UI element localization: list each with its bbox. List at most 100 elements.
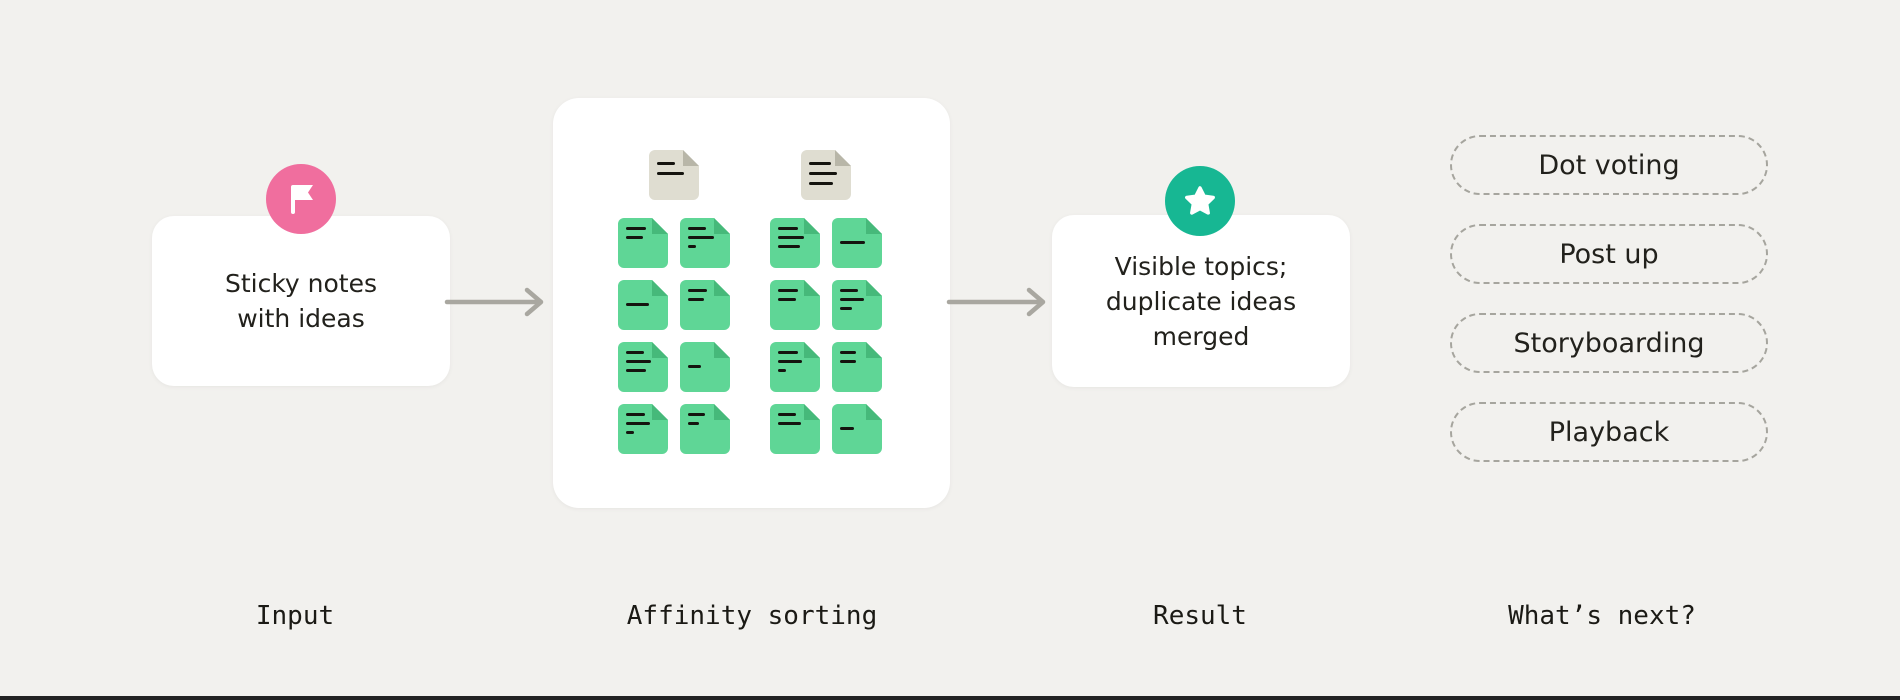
note-grid [770, 218, 882, 454]
note-text-line [626, 431, 635, 434]
option-dot-voting[interactable]: Dot voting [1450, 135, 1768, 195]
note-group-2 [770, 150, 882, 454]
note-text-line [626, 236, 643, 239]
note-text-line [778, 369, 787, 372]
stage-label-affinity: Affinity sorting [626, 601, 878, 631]
note-text-line [688, 298, 704, 301]
note-text-line [626, 369, 647, 372]
note-text-line [840, 240, 866, 244]
note-text-line [626, 360, 652, 363]
note-lines [618, 218, 668, 268]
flag-icon [290, 184, 313, 214]
input-card-text: Sticky notes with ideas [225, 266, 377, 336]
note-group-1 [618, 150, 730, 454]
note-text-line [626, 422, 650, 425]
sticky-note [680, 404, 730, 454]
note-text-line [840, 307, 852, 310]
option-storyboarding[interactable]: Storyboarding [1450, 313, 1768, 373]
result-card-line: Visible topics; [1114, 251, 1288, 281]
bottom-edge-bar [0, 696, 1900, 700]
note-lines [680, 342, 730, 392]
note-text-line [840, 289, 859, 292]
note-lines [770, 280, 820, 330]
note-text-line [778, 227, 799, 230]
sticky-note [680, 280, 730, 330]
sticky-note [680, 342, 730, 392]
arrow-right-icon [444, 287, 544, 317]
input-card-line: with ideas [237, 304, 365, 333]
note-text-line [840, 426, 855, 430]
note-lines [832, 404, 882, 454]
sticky-note [770, 342, 820, 392]
sticky-note [770, 404, 820, 454]
document-icon [649, 150, 699, 200]
note-text-line [778, 289, 799, 292]
note-lines [832, 342, 882, 392]
note-text-line [626, 351, 644, 354]
note-lines [770, 404, 820, 454]
note-text-line [778, 245, 800, 248]
sticky-note [832, 280, 882, 330]
note-lines [832, 280, 882, 330]
note-text-line [840, 351, 856, 354]
note-text-line [809, 172, 837, 175]
sticky-note [770, 218, 820, 268]
stage-label-input: Input [255, 601, 335, 631]
doc-lines [649, 150, 699, 200]
note-lines [770, 342, 820, 392]
sticky-note [618, 342, 668, 392]
note-lines [680, 218, 730, 268]
note-lines [832, 218, 882, 268]
option-post-up[interactable]: Post up [1450, 224, 1768, 284]
sticky-note [618, 280, 668, 330]
result-card-line: merged [1152, 321, 1250, 351]
note-text-line [778, 298, 797, 301]
note-text-line [688, 236, 715, 239]
document-icon [801, 150, 851, 200]
note-lines [618, 342, 668, 392]
note-text-line [778, 422, 801, 425]
note-text-line [809, 162, 831, 165]
note-text-line [688, 245, 696, 248]
star-icon [1185, 186, 1215, 215]
star-badge [1165, 166, 1235, 236]
arrow-right-icon [946, 287, 1046, 317]
note-lines [618, 280, 668, 330]
note-text-line [840, 298, 865, 301]
note-text-line [688, 413, 705, 416]
note-text-line [688, 289, 707, 292]
note-grid [618, 218, 730, 454]
result-card: Visible topics; duplicate ideas merged [1052, 215, 1350, 387]
note-text-line [626, 227, 647, 230]
note-text-line [657, 172, 684, 175]
sticky-note [832, 342, 882, 392]
affinity-card [553, 98, 950, 508]
stage-label-result: Result [1153, 601, 1247, 631]
note-text-line [840, 360, 856, 363]
result-card-text: Visible topics; duplicate ideas merged [1106, 249, 1296, 354]
sticky-note [618, 218, 668, 268]
result-card-line: duplicate ideas [1105, 286, 1297, 316]
note-lines [680, 280, 730, 330]
note-text-line [626, 302, 650, 306]
flag-badge [266, 164, 336, 234]
sticky-note [618, 404, 668, 454]
doc-lines [801, 150, 851, 200]
note-text-line [688, 364, 702, 368]
note-text-line [657, 162, 675, 165]
note-text-line [626, 413, 645, 416]
note-text-line [778, 360, 803, 363]
stage-label-whats-next: What’s next? [1508, 601, 1696, 631]
note-text-line [778, 351, 799, 354]
note-text-line [688, 227, 706, 230]
note-text-line [809, 182, 833, 185]
note-text-line [778, 236, 805, 239]
note-lines [770, 218, 820, 268]
option-playback[interactable]: Playback [1450, 402, 1768, 462]
note-lines [618, 404, 668, 454]
note-text-line [778, 413, 797, 416]
sticky-note [680, 218, 730, 268]
sticky-note [832, 404, 882, 454]
whats-next-options: Dot voting Post up Storyboarding Playbac… [1450, 135, 1768, 462]
